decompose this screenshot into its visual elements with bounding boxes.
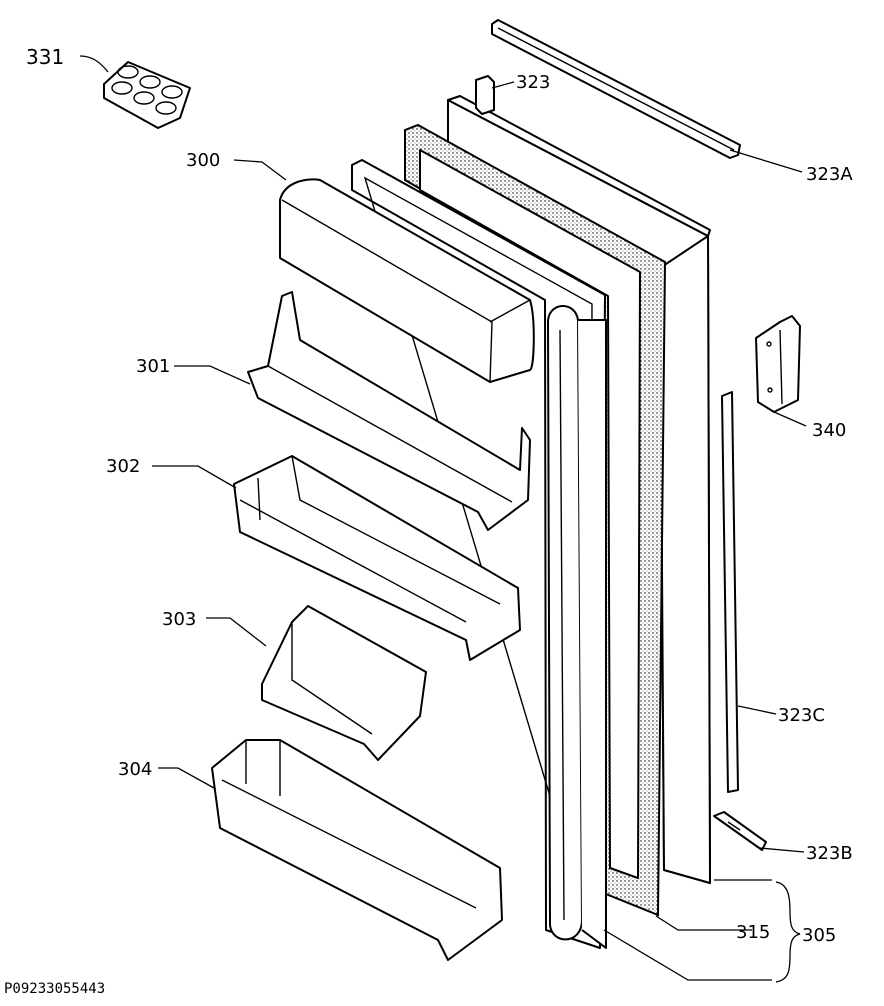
label-323A: 323A	[806, 164, 853, 185]
label-301: 301	[136, 356, 170, 377]
label-303: 303	[162, 609, 196, 630]
door-box-303	[261, 605, 427, 761]
door-shelf-302	[233, 455, 521, 661]
side-strip-323C	[721, 391, 739, 793]
door-front-frame	[547, 305, 607, 949]
label-300: 300	[186, 150, 220, 171]
label-323B: 323B	[806, 843, 853, 864]
label-331: 331	[26, 45, 64, 69]
hinge-cover-340	[755, 315, 801, 413]
label-304: 304	[118, 759, 152, 780]
leader-lines	[79, 55, 807, 983]
dairy-compartment-300	[279, 178, 535, 384]
top-hinge-strip	[491, 19, 741, 159]
label-323C: 323C	[778, 705, 825, 726]
label-340: 340	[812, 420, 846, 441]
label-302: 302	[106, 456, 140, 477]
label-305: 305	[802, 925, 836, 946]
bottom-bracket-323B	[713, 811, 767, 851]
footer-code: P09233055443	[4, 981, 105, 997]
door-outer-panel	[447, 95, 711, 884]
egg-tray	[103, 61, 191, 129]
door-shelf-304	[211, 739, 503, 961]
label-315: 315	[736, 922, 770, 943]
small-strip	[475, 75, 495, 115]
door-shelf-301	[247, 291, 531, 531]
label-323: 323	[516, 72, 550, 93]
part-labels: 331 323 323A 300 301 302 303 304 340 323…	[4, 45, 853, 997]
